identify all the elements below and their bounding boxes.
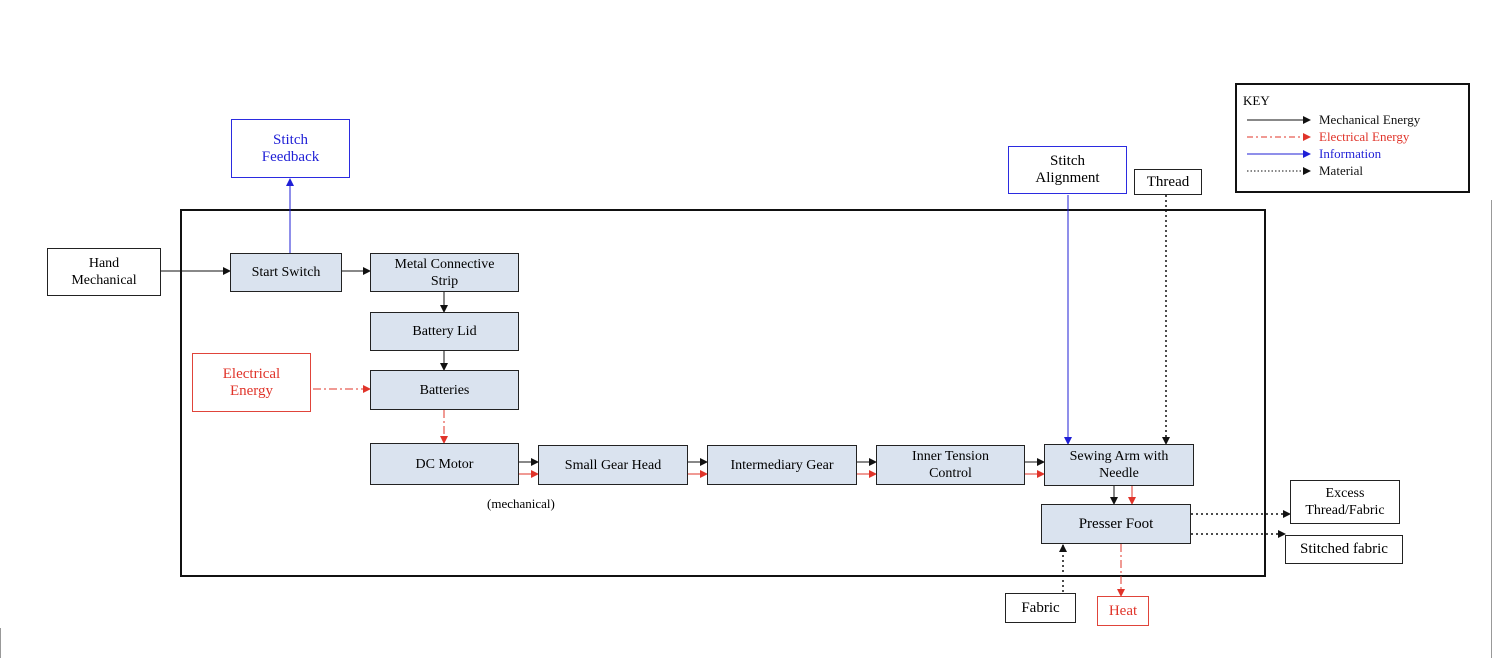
excess-output: Excess Thread/Fabric (1290, 480, 1400, 524)
stitch-feedback-output: Stitch Feedback (231, 119, 350, 178)
small-gear-head-block: Small Gear Head (538, 445, 688, 485)
start-switch-block: Start Switch (230, 253, 342, 292)
stitch-alignment-input: Stitch Alignment (1008, 146, 1127, 194)
dc-motor-block: DC Motor (370, 443, 519, 485)
stitched-fabric-output: Stitched fabric (1285, 535, 1403, 564)
intermediary-gear-block: Intermediary Gear (707, 445, 857, 485)
legend-title: KEY (1243, 93, 1270, 108)
system-boundary (180, 209, 1266, 577)
sewing-arm-block: Sewing Arm with Needle (1044, 444, 1194, 486)
battery-lid-block: Battery Lid (370, 312, 519, 351)
legend: KEY Mechanical Energy Electrical Energy … (1235, 83, 1470, 193)
batteries-block: Batteries (370, 370, 519, 410)
heat-output: Heat (1097, 596, 1149, 626)
hand-mechanical-input: Hand Mechanical (47, 248, 161, 296)
inner-tension-block: Inner Tension Control (876, 445, 1025, 485)
electrical-energy-input: Electrical Energy (192, 353, 311, 412)
fabric-input: Fabric (1005, 593, 1076, 623)
thread-input: Thread (1134, 169, 1202, 195)
metal-strip-block: Metal Connective Strip (370, 253, 519, 292)
mechanical-annotation: (mechanical) (487, 496, 555, 511)
presser-foot-block: Presser Foot (1041, 504, 1191, 544)
